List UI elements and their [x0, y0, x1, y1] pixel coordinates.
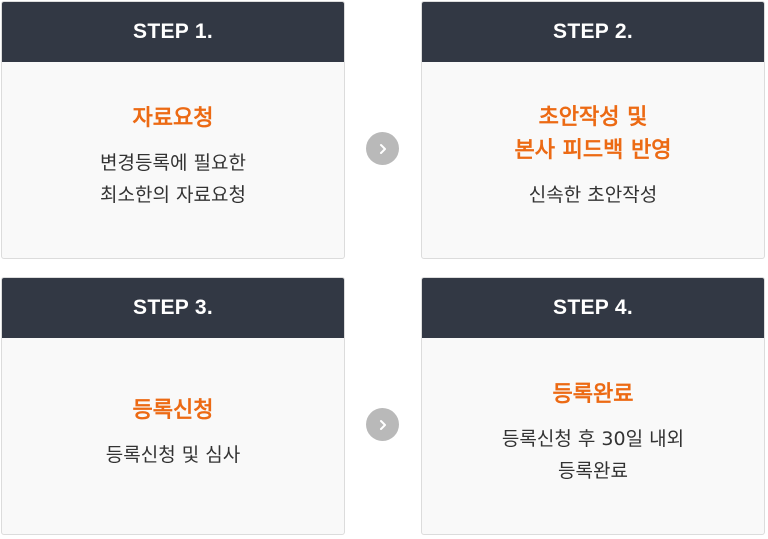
step-label-2: STEP 2. [422, 2, 764, 62]
step-body-1: 자료요청 변경등록에 필요한 최소한의 자료요청 [2, 62, 344, 258]
step-label-3: STEP 3. [2, 278, 344, 338]
next-arrow-1 [366, 132, 399, 165]
step-label-1: STEP 1. [2, 2, 344, 62]
step-title-1: 자료요청 [132, 105, 214, 131]
chevron-right-icon [379, 143, 386, 154]
step-desc-1: 변경등록에 필요한 최소한의 자료요청 [100, 151, 246, 206]
step-body-3: 등록신청 등록신청 및 심사 [2, 338, 344, 534]
step-label-4: STEP 4. [422, 278, 764, 338]
step-desc-2: 신속한 초안작성 [528, 184, 658, 206]
step-card-2: STEP 2. 초안작성 및 본사 피드백 반영 신속한 초안작성 [421, 1, 765, 259]
step-title-3: 등록신청 [132, 397, 214, 423]
step-title-2: 초안작성 및 본사 피드백 반영 [514, 105, 672, 163]
step-desc-4: 등록신청 후 30일 내외 등록완료 [501, 427, 685, 482]
chevron-right-icon [379, 419, 386, 430]
step-title-4: 등록완료 [552, 381, 634, 407]
step-body-4: 등록완료 등록신청 후 30일 내외 등록완료 [422, 338, 764, 534]
step-desc-3: 등록신청 및 심사 [105, 443, 241, 466]
step-card-3: STEP 3. 등록신청 등록신청 및 심사 [1, 277, 345, 535]
step-card-4: STEP 4. 등록완료 등록신청 후 30일 내외 등록완료 [421, 277, 765, 535]
next-arrow-2 [366, 408, 399, 441]
step-card-1: STEP 1. 자료요청 변경등록에 필요한 최소한의 자료요청 [1, 1, 345, 259]
step-body-2: 초안작성 및 본사 피드백 반영 신속한 초안작성 [422, 62, 764, 258]
